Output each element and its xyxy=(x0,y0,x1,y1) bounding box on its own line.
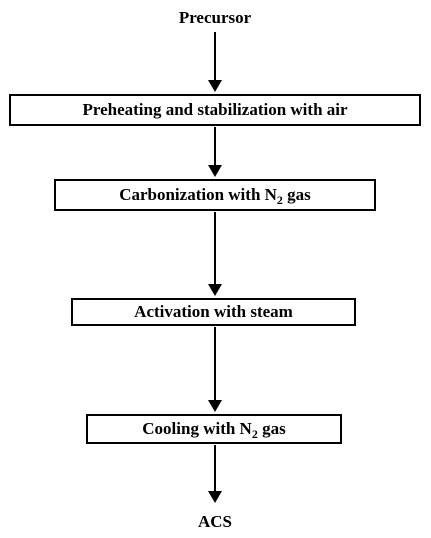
arrow-shaft xyxy=(214,445,216,493)
down-arrow-3 xyxy=(208,212,222,296)
start-label-precursor: Precursor xyxy=(178,8,252,27)
step-label-cooling: Cooling with N2 gas xyxy=(142,419,286,441)
step-box-activation: Activation with steam xyxy=(71,298,356,326)
step-box-cooling: Cooling with N2 gas xyxy=(86,414,342,444)
arrow-head xyxy=(208,165,222,177)
down-arrow-5 xyxy=(208,445,222,503)
arrow-head xyxy=(208,400,222,412)
arrow-shaft xyxy=(214,32,216,82)
step-box-preheating: Preheating and stabilization with air xyxy=(9,94,421,126)
step-text-suffix: gas xyxy=(257,419,286,438)
step-text-main: Cooling with N xyxy=(142,419,252,438)
arrow-shaft xyxy=(214,212,216,286)
arrow-shaft xyxy=(214,127,216,167)
end-label-acs: ACS xyxy=(197,512,233,531)
step-box-carbonization: Carbonization with N2 gas xyxy=(54,179,376,211)
step-label-carbonization: Carbonization with N2 gas xyxy=(119,185,311,207)
arrow-shaft xyxy=(214,327,216,402)
arrow-head xyxy=(208,491,222,503)
subscript-2: 2 xyxy=(276,193,283,207)
step-label-activation: Activation with steam xyxy=(134,302,293,321)
step-text-main: Carbonization with N xyxy=(119,185,277,204)
down-arrow-4 xyxy=(208,327,222,412)
down-arrow-2 xyxy=(208,127,222,177)
down-arrow-1 xyxy=(208,32,222,92)
arrow-head xyxy=(208,80,222,92)
step-text-suffix: gas xyxy=(282,185,311,204)
step-label-preheating: Preheating and stabilization with air xyxy=(82,100,348,119)
arrow-head xyxy=(208,284,222,296)
subscript-2: 2 xyxy=(251,427,258,441)
